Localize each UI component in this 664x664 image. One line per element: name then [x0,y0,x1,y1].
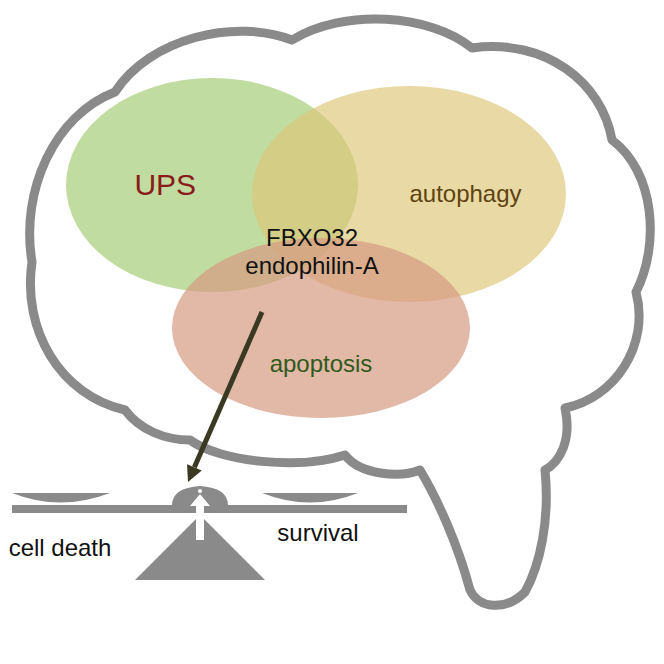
balance-indicator-arrow [190,494,210,540]
pointer-arrow-head [187,464,202,482]
node-label: autophagy [409,180,521,208]
outcome-label: cell death [9,534,112,562]
pointer-arrow-line [194,312,262,467]
node-label: UPS [134,168,196,203]
scale-right-pan [262,493,358,503]
brain-outline [30,19,651,605]
node-label: apoptosis [270,350,373,378]
outcome-label: survival [277,519,358,547]
protein-label: FBXO32 endophilin-A [227,224,397,279]
scale-left-pan [12,493,110,503]
scale-pivot [198,489,202,493]
scale-beam [12,505,407,513]
